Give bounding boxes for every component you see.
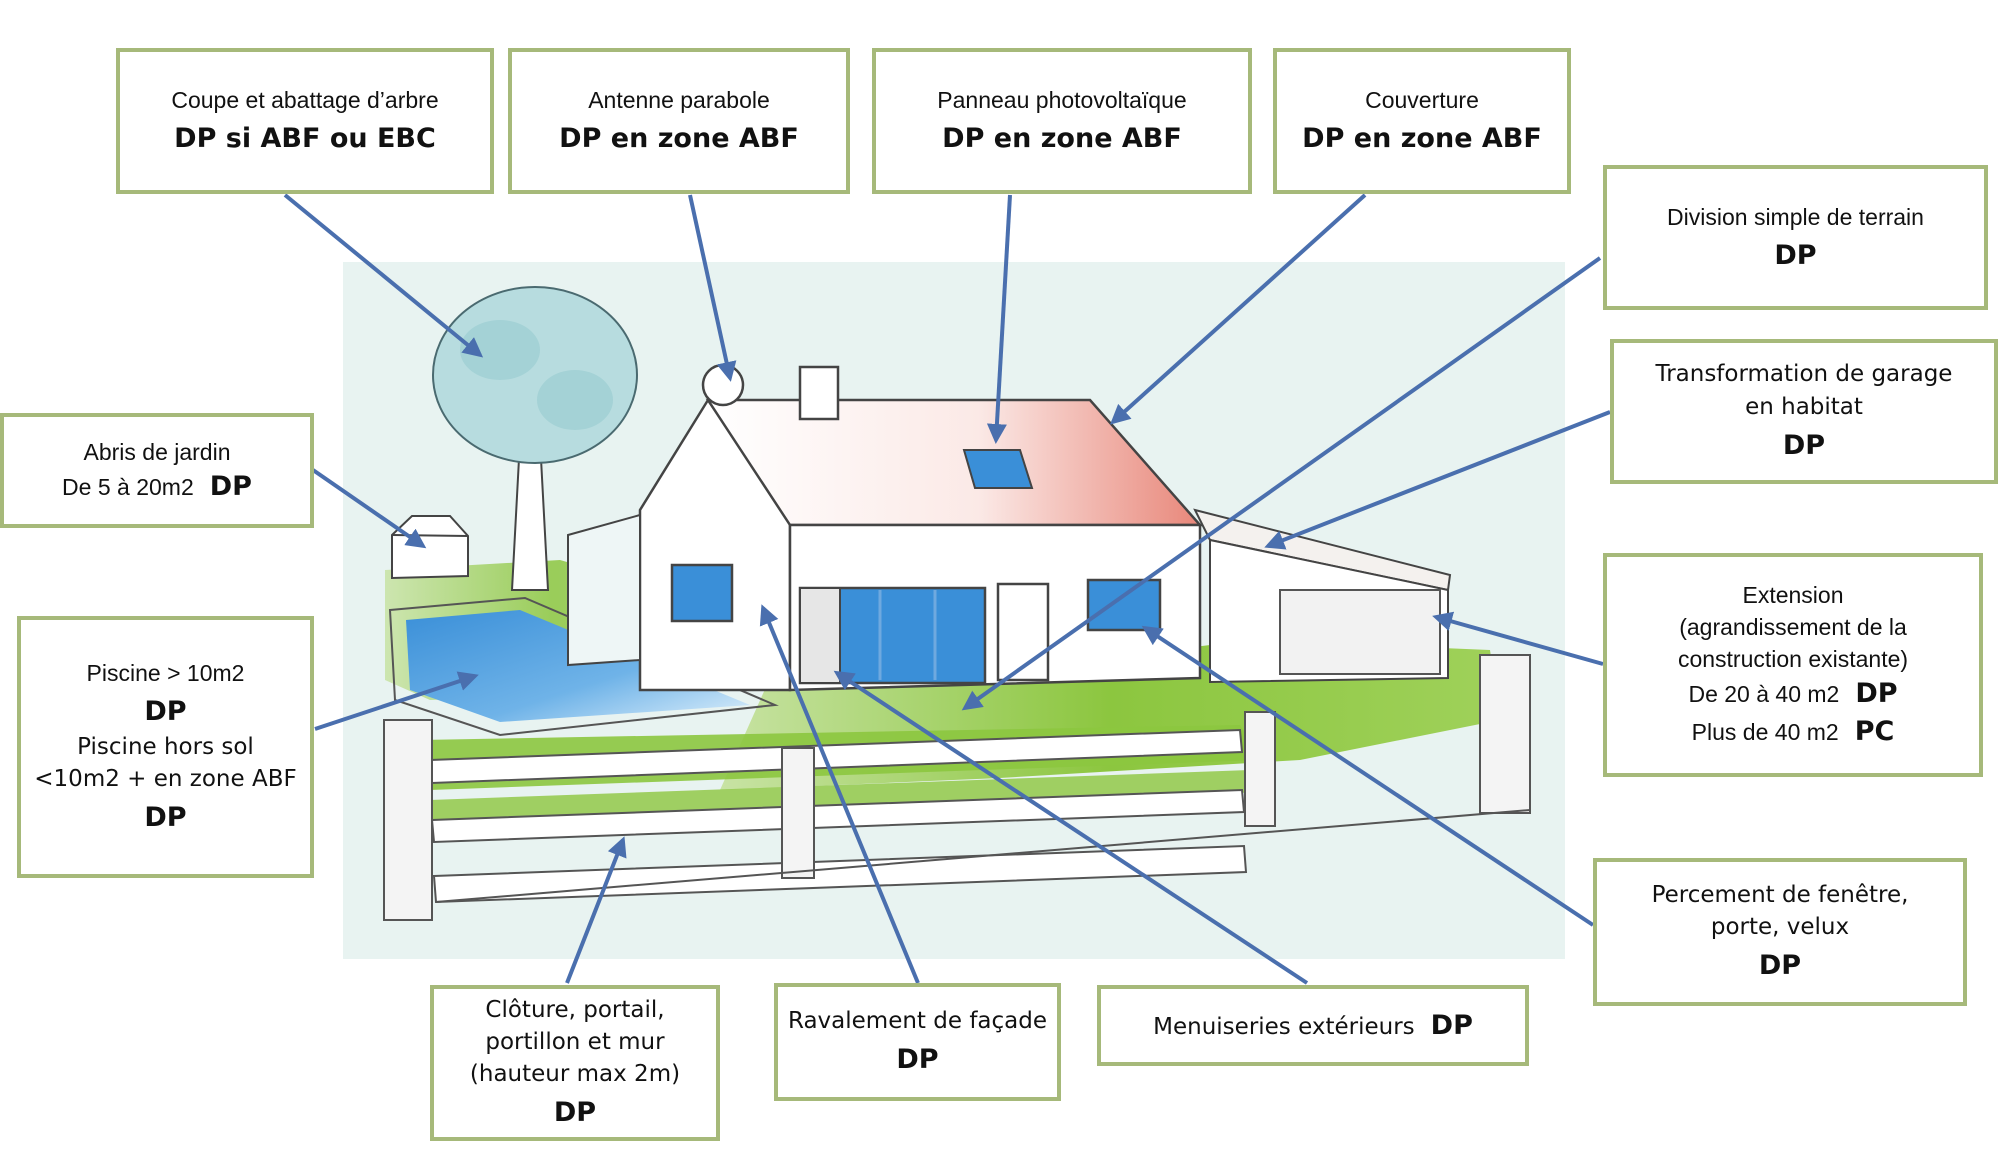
fence-post-left — [383, 719, 433, 921]
label-division: Division simple de terrain DP — [1603, 165, 1988, 310]
label-garage: Transformation de garage en habitat DP — [1610, 339, 1998, 484]
shutter — [799, 587, 841, 684]
arrow-percement — [1141, 625, 1595, 927]
satellite-dish — [701, 363, 745, 407]
arrow-division — [961, 256, 1602, 711]
arrow-antenne — [688, 194, 737, 382]
label-extension-line1: Extension — [1742, 581, 1844, 608]
arrow-piscine — [314, 671, 479, 731]
label-cloture: Clôture, portail, portillon et mur (haut… — [430, 985, 720, 1141]
label-ravalement-rule: DP — [896, 1044, 939, 1076]
label-garage-line1: Transformation de garage — [1655, 361, 1953, 388]
label-garage-line2: en habitat — [1745, 393, 1863, 420]
label-piscine-text: Piscine > 10m2 — [86, 659, 245, 686]
garage-door — [1279, 589, 1441, 675]
arrow-ravalement — [759, 604, 920, 984]
label-extension-line2: (agrandissement de la — [1679, 614, 1907, 641]
label-piscine-text3: <10m2 + en zone ABF — [34, 766, 297, 793]
garden-shed — [391, 515, 469, 580]
window-right — [1086, 578, 1162, 632]
label-garage-rule: DP — [1782, 429, 1826, 461]
tree-crown — [432, 286, 638, 464]
label-antenne-text: Antenne parabole — [588, 87, 770, 113]
label-menuiseries-text: Menuiseries extérieurs — [1153, 1013, 1415, 1040]
arrow-cloture — [565, 836, 627, 984]
arrow-garage — [1264, 410, 1611, 550]
label-cloture-line2: portillon et mur — [485, 1029, 665, 1055]
label-extension-row2: Plus de 40 m2 — [1691, 719, 1839, 746]
label-percement-line1: Percement de fenêtre, — [1651, 881, 1909, 908]
front-door — [996, 582, 1050, 682]
label-cloture-line1: Clôture, portail, — [485, 996, 665, 1023]
label-abris: Abris de jardin De 5 à 20m2 DP — [0, 413, 314, 528]
fence-post-right — [1479, 654, 1531, 814]
arrow-arbre — [283, 193, 484, 358]
label-panneau-text: Panneau photovoltaïque — [937, 87, 1187, 113]
label-piscine: Piscine > 10m2 DP Piscine hors sol <10m2… — [17, 616, 314, 878]
label-extension-row1: De 20 à 40 m2 — [1688, 681, 1840, 708]
arrow-panneau — [986, 194, 1012, 444]
label-extension: Extension (agrandissement de la construc… — [1603, 553, 1983, 777]
label-abris-size: De 5 à 20m2 — [62, 473, 194, 500]
chimney — [798, 365, 840, 421]
label-menuiseries: Menuiseries extérieurs DP — [1097, 985, 1529, 1066]
label-extension-line3: construction existante) — [1677, 646, 1909, 673]
label-abris-rule: DP — [209, 470, 252, 502]
label-couverture-rule: DP en zone ABF — [1302, 123, 1542, 155]
label-extension-rule2: PC — [1854, 716, 1895, 748]
label-arbre: Coupe et abattage d’arbre DP si ABF ou E… — [116, 48, 494, 194]
label-percement: Percement de fenêtre, porte, velux DP — [1593, 858, 1967, 1006]
pool-edge — [388, 596, 779, 737]
label-menuiseries-rule: DP — [1430, 1009, 1473, 1041]
window-left — [670, 563, 734, 623]
fence-post-middle — [781, 747, 815, 879]
label-cloture-line3: (hauteur max 2m) — [469, 1061, 681, 1088]
label-arbre-text: Coupe et abattage d’arbre — [171, 87, 439, 113]
arrow-extension — [1432, 611, 1604, 666]
skylight — [962, 449, 1034, 489]
label-panneau-rule: DP en zone ABF — [942, 123, 1182, 155]
pointer-arrows — [283, 193, 1611, 985]
label-couverture-text: Couverture — [1365, 87, 1479, 113]
label-piscine-text2: Piscine hors sol — [77, 733, 254, 760]
label-percement-line2: porte, velux — [1710, 914, 1850, 941]
fence-post-center — [1244, 711, 1276, 827]
label-abris-text: Abris de jardin — [83, 438, 231, 465]
label-panneau: Panneau photovoltaïque DP en zone ABF — [872, 48, 1252, 194]
label-arbre-rule: DP si ABF ou EBC — [174, 123, 436, 155]
label-division-text: Division simple de terrain — [1667, 203, 1924, 230]
label-ravalement-text: Ravalement de façade — [787, 1008, 1048, 1034]
label-antenne-rule: DP en zone ABF — [559, 123, 799, 155]
arrow-abris — [311, 468, 427, 549]
veranda — [567, 513, 641, 667]
label-piscine-rule: DP — [144, 696, 187, 728]
label-antenne: Antenne parabole DP en zone ABF — [508, 48, 850, 194]
label-cloture-rule: DP — [553, 1097, 597, 1129]
arrow-couverture — [1110, 193, 1367, 425]
label-extension-rule1: DP — [1855, 678, 1898, 710]
label-ravalement: Ravalement de façade DP — [774, 983, 1061, 1101]
arrow-menuiseries — [833, 670, 1309, 985]
label-division-rule: DP — [1774, 239, 1817, 271]
label-percement-rule: DP — [1758, 950, 1802, 982]
label-couverture: Couverture DP en zone ABF — [1273, 48, 1571, 194]
label-piscine-rule2: DP — [144, 802, 187, 834]
pool-water — [406, 610, 750, 722]
